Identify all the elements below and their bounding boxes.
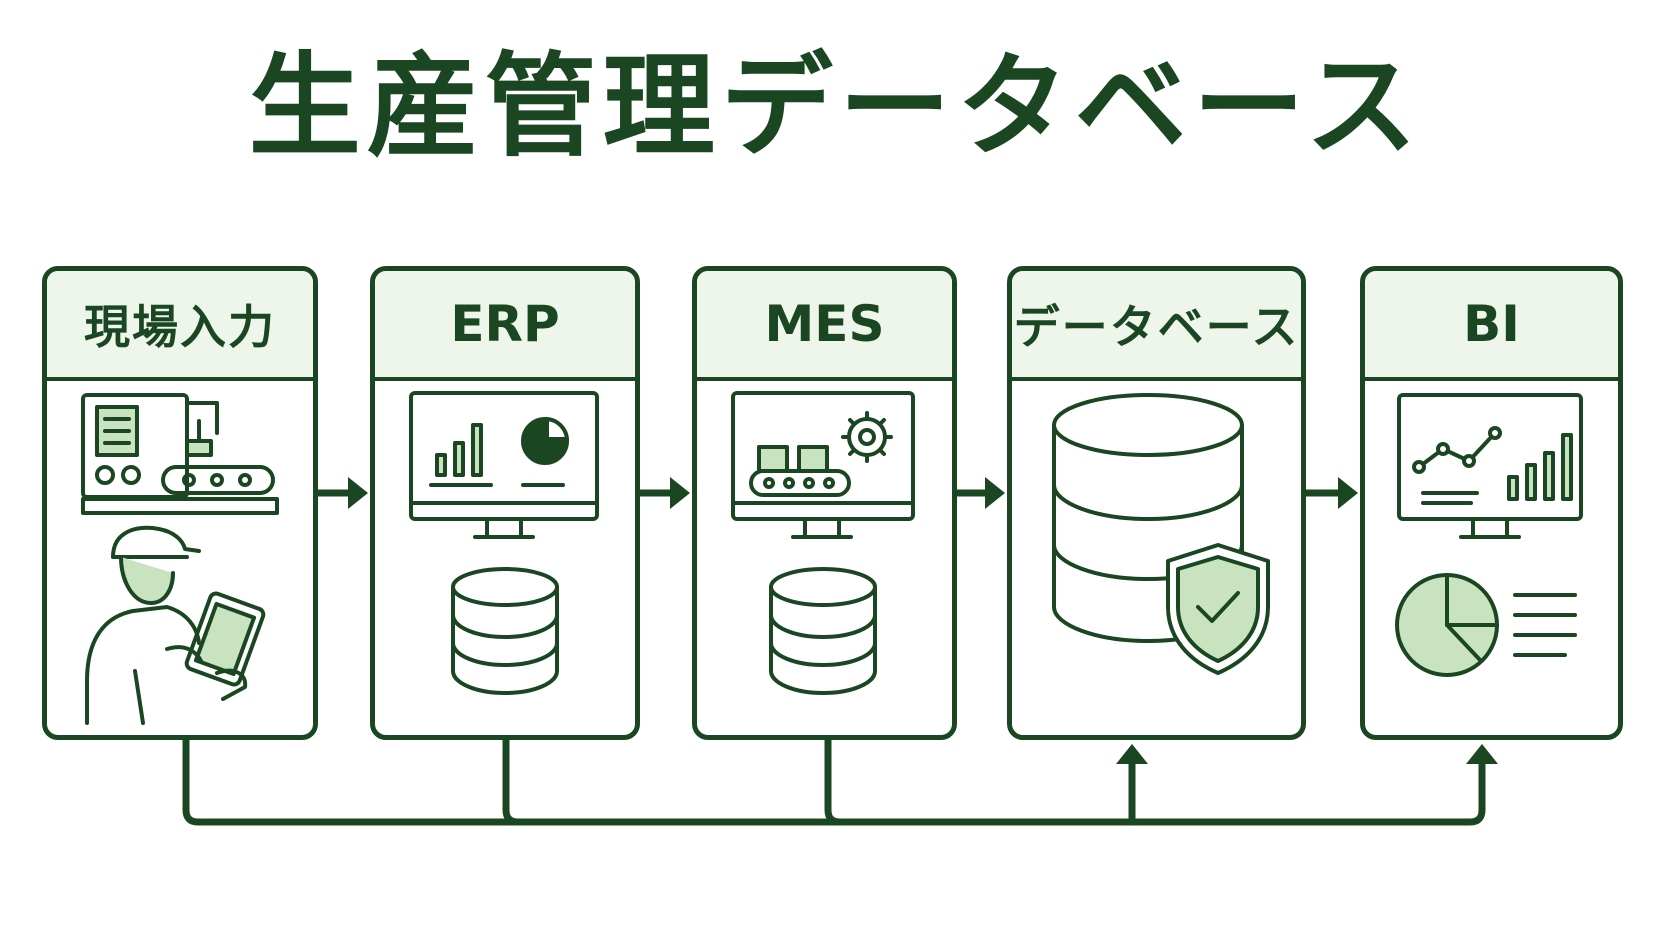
drop-erp [502, 740, 519, 826]
mes-illustration [731, 391, 915, 695]
stage-box-mes: MES [692, 266, 957, 740]
arrowhead-up-bi [1466, 744, 1498, 764]
robot-arm-icon [185, 401, 219, 457]
arrowhead-3-4 [985, 477, 1005, 509]
monitor-bar-chart-icon [409, 391, 599, 539]
database-icon [769, 567, 877, 695]
database-icon [451, 567, 559, 695]
pie-chart-icon [521, 417, 569, 487]
erp-illustration [409, 391, 599, 695]
drop-mes [824, 740, 841, 826]
stage-label: ERP [375, 271, 635, 381]
field-input-illustration [81, 393, 279, 725]
stage-box-field-input: 現場入力 [42, 266, 318, 740]
text-lines-icon [1513, 593, 1577, 657]
conveyor-icon [161, 465, 275, 495]
pie-chart-icon [1395, 573, 1499, 677]
stage-label: 現場入力 [47, 271, 313, 381]
arrowhead-2-3 [670, 477, 690, 509]
stage-box-bi: BI [1360, 266, 1623, 740]
arrowhead-1-2 [348, 477, 368, 509]
worker-with-tablet-icon [85, 525, 266, 725]
stage-label: データベース [1012, 271, 1301, 381]
shield-check-icon [1166, 543, 1270, 675]
bus-line [182, 740, 1486, 826]
stage-label: BI [1365, 271, 1618, 381]
page-title: 生産管理データベース [248, 42, 1424, 172]
arrowhead-up-database [1116, 744, 1148, 764]
monitor-conveyor-icon [731, 391, 915, 539]
database-illustration [1052, 393, 1270, 675]
arrowhead-4-5 [1338, 477, 1358, 509]
bi-illustration [1395, 393, 1583, 677]
stage-label: MES [697, 271, 952, 381]
stage-box-database: データベース [1007, 266, 1306, 740]
monitor-line-chart-icon [1397, 393, 1583, 539]
gear-icon [841, 411, 893, 463]
stage-box-erp: ERP [370, 266, 640, 740]
